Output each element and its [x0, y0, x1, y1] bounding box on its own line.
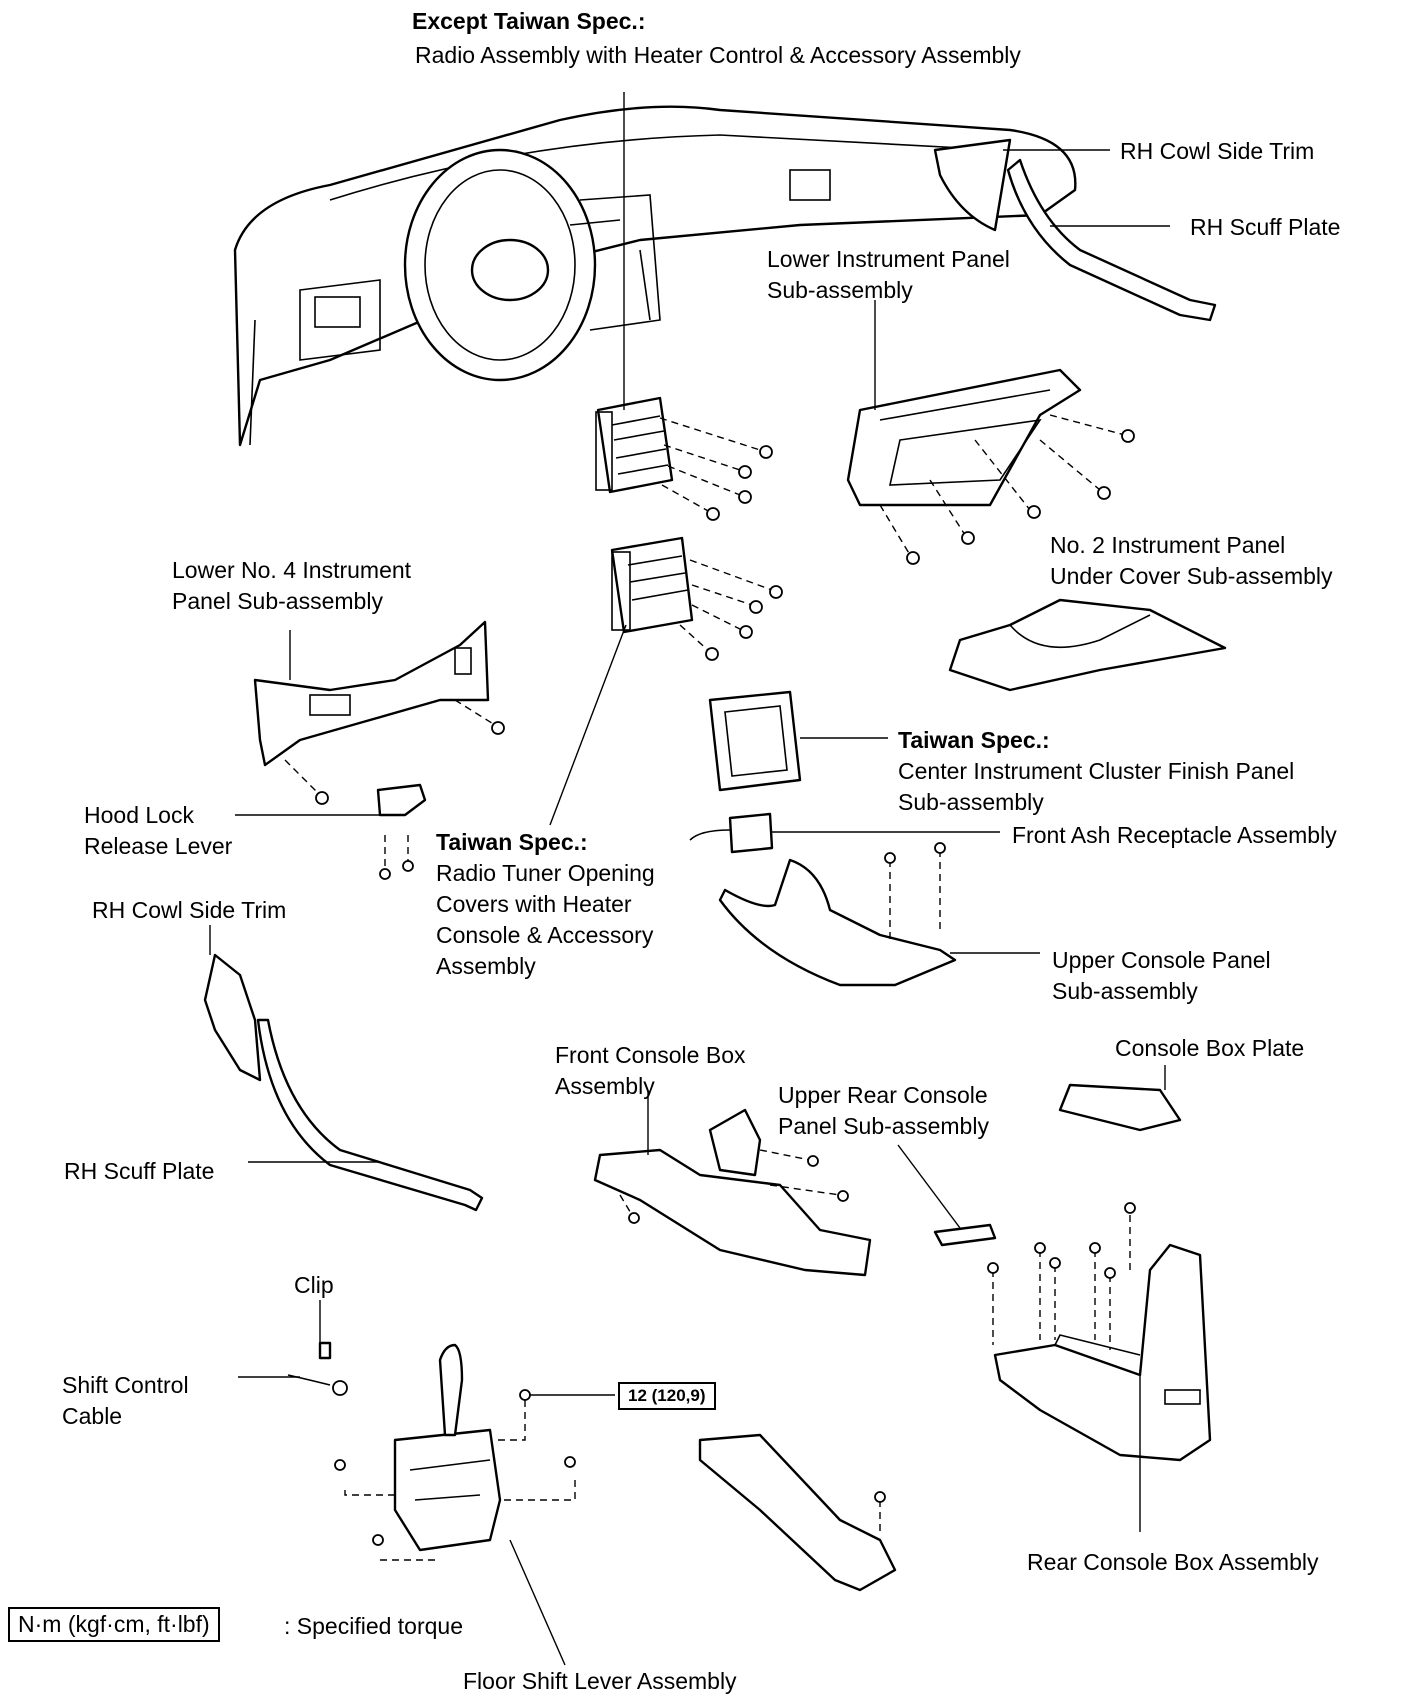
upper-console-panel	[718, 858, 957, 987]
lower-instrument-panel	[846, 368, 1082, 507]
torque-legend-text: : Specified torque	[284, 1613, 464, 1639]
cowl-side-trim-left	[203, 953, 262, 1082]
except-taiwan-radio-label: Radio Assembly with Heater Control & Acc…	[415, 42, 1021, 68]
dashboard-illustration	[233, 105, 1077, 447]
floor-shift-lever-label: Floor Shift Lever Assembly	[463, 1668, 737, 1694]
except-taiwan-title: Except Taiwan Spec.:	[412, 8, 646, 34]
ash-receptacle	[728, 812, 774, 854]
radio-assembly	[595, 396, 674, 494]
console-box-plate-label: Console Box Plate	[1115, 1035, 1305, 1061]
shift-cable	[287, 1374, 331, 1386]
rh-scuff-plate-top-label: RH Scuff Plate	[1190, 214, 1341, 240]
finish-panel	[708, 690, 802, 792]
hood-lock-lever	[376, 783, 427, 817]
air-duct	[698, 1433, 897, 1592]
torque-spec-box: 12 (120,9)	[618, 1382, 716, 1410]
cowl-side-trim-top	[933, 138, 1012, 232]
clip-label: Clip	[294, 1272, 334, 1298]
taiwan-radio-assembly	[610, 536, 694, 634]
rh-cowl-side-trim-left-label: RH Cowl Side Trim	[92, 897, 287, 923]
clip	[318, 1341, 332, 1360]
shift-lever-assembly	[393, 1343, 502, 1552]
front-console-box	[593, 1148, 872, 1277]
upper-rear-console-panel	[933, 1223, 997, 1247]
rear-console-box-label: Rear Console Box Assembly	[1027, 1549, 1319, 1575]
front-ash-label: Front Ash Receptacle Assembly	[1012, 822, 1337, 848]
console-box-plate	[1058, 1083, 1182, 1132]
under-cover	[948, 598, 1227, 692]
rh-scuff-plate-left-label: RH Scuff Plate	[64, 1158, 215, 1184]
scuff-plate-top	[1006, 158, 1217, 322]
rh-cowl-side-trim-top-label: RH Cowl Side Trim	[1120, 138, 1315, 164]
rear-console-box	[993, 1243, 1212, 1462]
radio-bolts	[659, 417, 773, 521]
torque-legend-box: N·m (kgf·cm, ft·lbf)	[8, 1607, 220, 1642]
lower-no4-panel	[253, 620, 490, 767]
taiwan-cluster-label: Taiwan Spec.: Center Instrument Cluster …	[898, 727, 1295, 815]
scuff-plate-left	[256, 1018, 484, 1212]
